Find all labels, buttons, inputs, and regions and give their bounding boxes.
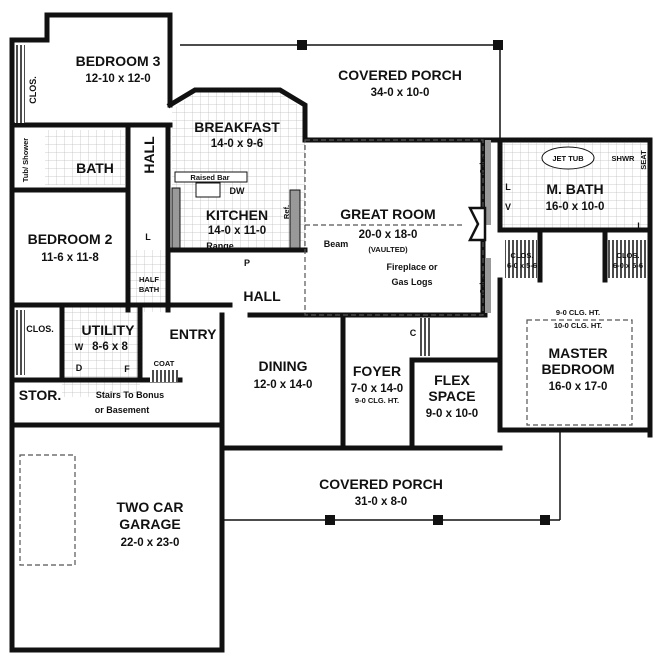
closet-c: C — [410, 328, 417, 338]
covered-porch-top — [180, 40, 503, 138]
garage-size: 22-0 x 23-0 — [121, 537, 180, 549]
cabs-top: Cabs — [478, 156, 487, 174]
stairs-1: Stairs To Bonus — [96, 390, 164, 400]
entry: ENTRY — [170, 326, 218, 342]
great-room-note: (VAULTED) — [368, 245, 408, 254]
foyer-note: 9-0 CLG. HT. — [355, 396, 399, 405]
coat: COAT — [154, 359, 175, 368]
kitchen-name: KITCHEN — [206, 207, 268, 223]
dryer: D — [76, 363, 83, 373]
clos2-size: 6-0 x 5-6 — [613, 261, 643, 270]
master-note1: 9-0 CLG. HT. — [556, 308, 600, 317]
master-note2: 10-0 CLG. HT. — [554, 321, 602, 330]
bedroom3-size: 12-10 x 12-0 — [85, 73, 150, 85]
half-bath-1: HALF — [139, 275, 159, 284]
bedroom3-name: BEDROOM 3 — [76, 53, 161, 69]
utility-size: 8-6 x 8 — [92, 341, 128, 353]
freezer: F — [124, 364, 130, 374]
flex-size: 9-0 x 10-0 — [426, 408, 478, 420]
dw: DW — [230, 186, 245, 196]
porch-bottom-size: 31-0 x 8-0 — [355, 496, 407, 508]
hall-vertical: HALL — [141, 136, 157, 174]
pantry: P — [244, 258, 250, 268]
fireplace-1: Fireplace or — [386, 262, 438, 272]
master-size: 16-0 x 17-0 — [549, 381, 608, 393]
foyer-name: FOYER — [353, 363, 401, 379]
fixtures — [15, 45, 646, 382]
garage-2: GARAGE — [119, 516, 180, 532]
porch-bottom-name: COVERED PORCH — [319, 476, 443, 492]
flex-2: SPACE — [428, 388, 475, 404]
breakfast-name: BREAKFAST — [194, 119, 280, 135]
bedroom2-name: BEDROOM 2 — [28, 231, 113, 247]
tub-shower: Tub/ Shower — [21, 138, 30, 183]
master-2: BEDROOM — [541, 361, 614, 377]
porch-top-size: 34-0 x 10-0 — [371, 87, 430, 99]
kitchen-size: 14-0 x 11-0 — [208, 225, 266, 237]
linen: L — [145, 232, 151, 242]
dining-name: DINING — [259, 358, 308, 374]
flex-1: FLEX — [434, 372, 470, 388]
utility-name: UTILITY — [82, 322, 136, 338]
bedroom2-size: 11-6 x 11-8 — [41, 252, 99, 264]
clos1-size: 6-0 x 5-6 — [507, 261, 537, 270]
mbath-l1: L — [505, 182, 511, 192]
beam: Beam — [324, 239, 349, 249]
garage-1: TWO CAR — [117, 499, 184, 515]
stairs-2: or Basement — [95, 405, 150, 415]
clos1-name: CLOS. — [511, 251, 534, 260]
mbath-v: V — [505, 202, 511, 212]
mbath-size: 16-0 x 10-0 — [546, 201, 605, 213]
raised-bar: Raised Bar — [190, 173, 229, 182]
jet-tub: JET TUB — [552, 154, 584, 163]
tiled-floors — [45, 92, 648, 397]
shwr: SHWR — [612, 154, 635, 163]
great-room-name: GREAT ROOM — [340, 206, 435, 222]
clos-b3: CLOS. — [28, 76, 38, 104]
clos2-name: CLOS. — [617, 251, 640, 260]
mbath-name: M. BATH — [546, 181, 603, 197]
half-bath-2: BATH — [139, 285, 159, 294]
mbath-l2: L — [637, 221, 643, 231]
master-1: MASTER — [548, 345, 607, 361]
foyer-size: 7-0 x 14-0 — [351, 383, 403, 395]
clos-b2: CLOS. — [26, 324, 54, 334]
ref: Ref. — [282, 205, 291, 219]
breakfast-size: 14-0 x 9-6 — [211, 138, 263, 150]
dining-size: 12-0 x 14-0 — [254, 379, 313, 391]
great-room-size: 20-0 x 18-0 — [359, 229, 418, 241]
stor: STOR. — [19, 387, 62, 403]
range: Range — [206, 241, 234, 251]
hall-horizontal: HALL — [243, 288, 281, 304]
covered-porch-bottom — [222, 430, 561, 525]
porch-top-name: COVERED PORCH — [338, 67, 462, 83]
seat: SEAT — [639, 150, 648, 170]
room-labels: BEDROOM 3 12-10 x 12-0 CLOS. COVERED POR… — [19, 53, 648, 549]
washer: W — [75, 342, 84, 352]
cabs-bottom: Cabs — [478, 276, 487, 294]
fireplace-2: Gas Logs — [391, 277, 432, 287]
bath-name: BATH — [76, 160, 114, 176]
